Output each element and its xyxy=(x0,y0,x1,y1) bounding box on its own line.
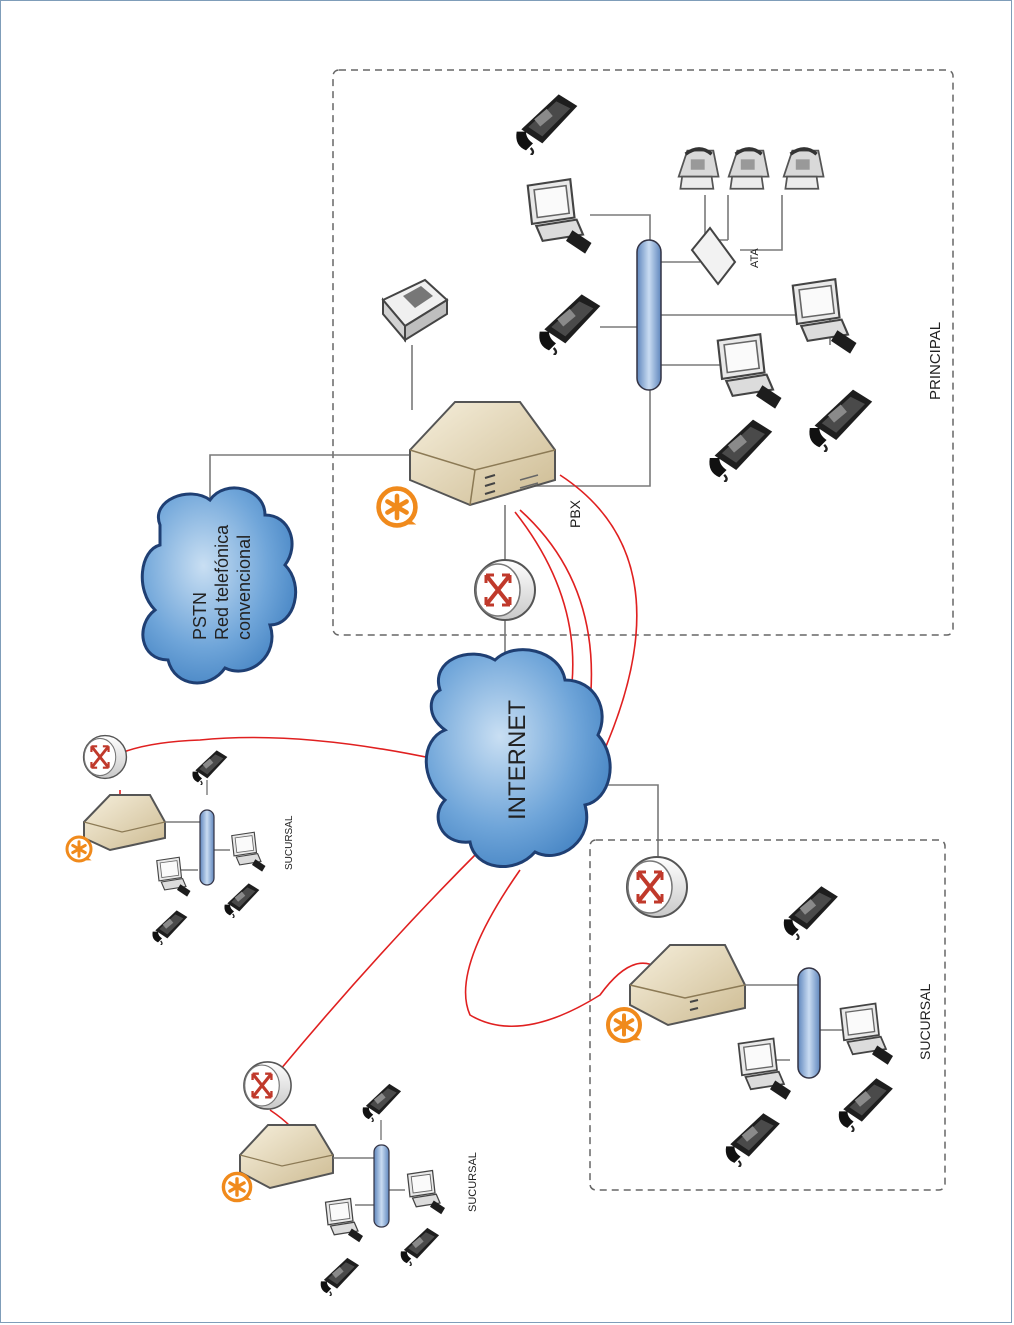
pbx-label: PBX xyxy=(567,499,583,528)
principal-label: PRINCIPAL xyxy=(927,322,944,400)
principal-hub xyxy=(636,239,662,391)
main-router-icon xyxy=(473,558,537,622)
pstn-subtitle-line1: Red telefónica xyxy=(212,524,232,640)
phone-icon xyxy=(361,1083,402,1122)
phone-icon xyxy=(191,749,228,785)
analog-phone-icon xyxy=(676,147,721,191)
analog-phone-icon xyxy=(781,147,826,191)
computer-icon xyxy=(406,1169,446,1215)
asterisk-icon xyxy=(379,489,417,526)
branch-site-boundary xyxy=(589,839,946,1191)
computer-icon xyxy=(839,1002,894,1066)
main-pbx-server xyxy=(409,401,556,507)
computer-icon xyxy=(791,278,858,355)
pstn-title: PSTN xyxy=(190,592,210,640)
asterisk-icon xyxy=(606,1007,643,1043)
internet-cloud: INTERNET xyxy=(424,648,612,868)
branch-pbx-server xyxy=(83,794,166,852)
phone-icon xyxy=(538,293,602,355)
asterisk-icon xyxy=(65,835,94,863)
branch-label: SUCURSAL xyxy=(284,815,295,870)
phone-icon xyxy=(399,1227,440,1266)
computer-icon xyxy=(737,1037,792,1101)
asterisk-icon xyxy=(221,1171,253,1203)
branch-router-icon xyxy=(625,855,689,919)
principal-site-boundary xyxy=(332,69,954,636)
branch-label: SUCURSAL xyxy=(917,984,933,1060)
phone-icon xyxy=(319,1257,360,1296)
computer-icon xyxy=(231,831,267,873)
phone-icon xyxy=(782,885,839,940)
pstn-subtitle-line2: convencional xyxy=(234,535,254,640)
internet-label: INTERNET xyxy=(504,700,531,820)
branch-hub xyxy=(373,1144,390,1228)
phone-icon xyxy=(223,882,261,918)
phone-icon xyxy=(808,388,874,452)
pstn-cloud: PSTN Red telefónica convencional xyxy=(140,486,298,685)
phone-icon xyxy=(837,1077,894,1132)
phone-icon xyxy=(724,1112,781,1167)
fax-icon xyxy=(382,279,448,341)
phone-icon xyxy=(515,93,579,155)
analog-phone-icon xyxy=(726,147,771,191)
branch-router-icon xyxy=(82,734,128,780)
ata-device xyxy=(690,226,737,286)
phone-icon xyxy=(151,909,188,945)
branch-pbx-server xyxy=(629,944,746,1027)
computer-icon xyxy=(156,856,192,898)
computer-icon xyxy=(716,333,783,410)
ata-label: ATA xyxy=(749,248,761,268)
branch-hub xyxy=(199,809,215,886)
branch-router-icon xyxy=(242,1060,293,1111)
phone-icon xyxy=(708,418,774,482)
branch-pbx-server xyxy=(239,1124,334,1190)
branch-label: SUCURSAL xyxy=(467,1152,479,1212)
computer-icon xyxy=(526,178,593,255)
branch-hub xyxy=(797,967,821,1079)
